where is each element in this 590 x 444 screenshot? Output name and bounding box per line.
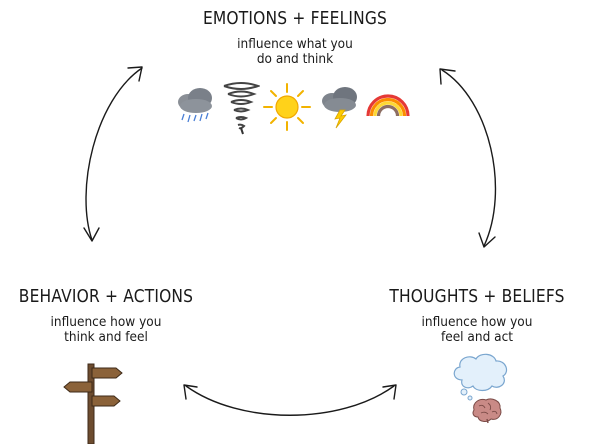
emotions-node: EMOTIONS + FEELINGS influence what you d…: [145, 8, 445, 67]
behavior-title: BEHAVIOR + ACTIONS: [18, 286, 194, 307]
arrowhead-left-bottom: [83, 227, 100, 242]
tornado-icon: [223, 82, 260, 135]
arrowhead-right-bottom: [478, 232, 496, 248]
thoughts-subtitle-line1: influence how you: [421, 314, 533, 330]
thoughts-title: THOUGHTS + BELIEFS: [389, 286, 565, 307]
sun-icon: [263, 83, 311, 131]
arrow-emotions-thoughts: [441, 69, 497, 247]
arrow-behavior-thoughts: [185, 385, 395, 416]
behavior-node: BEHAVIOR + ACTIONS influence how you thi…: [0, 286, 212, 345]
thoughts-subtitle-line2: feel and act: [440, 329, 514, 345]
thought-bubble-icon: [453, 353, 508, 401]
signpost-icon: [63, 363, 123, 444]
arrowhead-bottom-right: [382, 384, 397, 400]
rainbow-icon: [366, 94, 410, 117]
arrowhead-top-left: [127, 66, 143, 82]
arrowhead-bottom-left: [183, 384, 198, 400]
emotions-subtitle-line2: do and think: [256, 51, 334, 67]
brain-icon: [472, 398, 502, 424]
arrow-emotions-behavior: [85, 67, 143, 241]
behavior-subtitle-line1: influence how you: [50, 314, 162, 330]
thoughts-node: THOUGHTS + BELIEFS influence how you fee…: [370, 286, 584, 345]
behavior-subtitle-line2: think and feel: [64, 329, 148, 345]
rain-cloud-icon: [178, 88, 212, 123]
storm-cloud-icon: [322, 87, 357, 129]
emotions-title: EMOTIONS + FEELINGS: [202, 8, 388, 29]
emotions-subtitle-line1: influence what you: [237, 36, 353, 52]
arrowhead-top-right: [439, 68, 456, 85]
